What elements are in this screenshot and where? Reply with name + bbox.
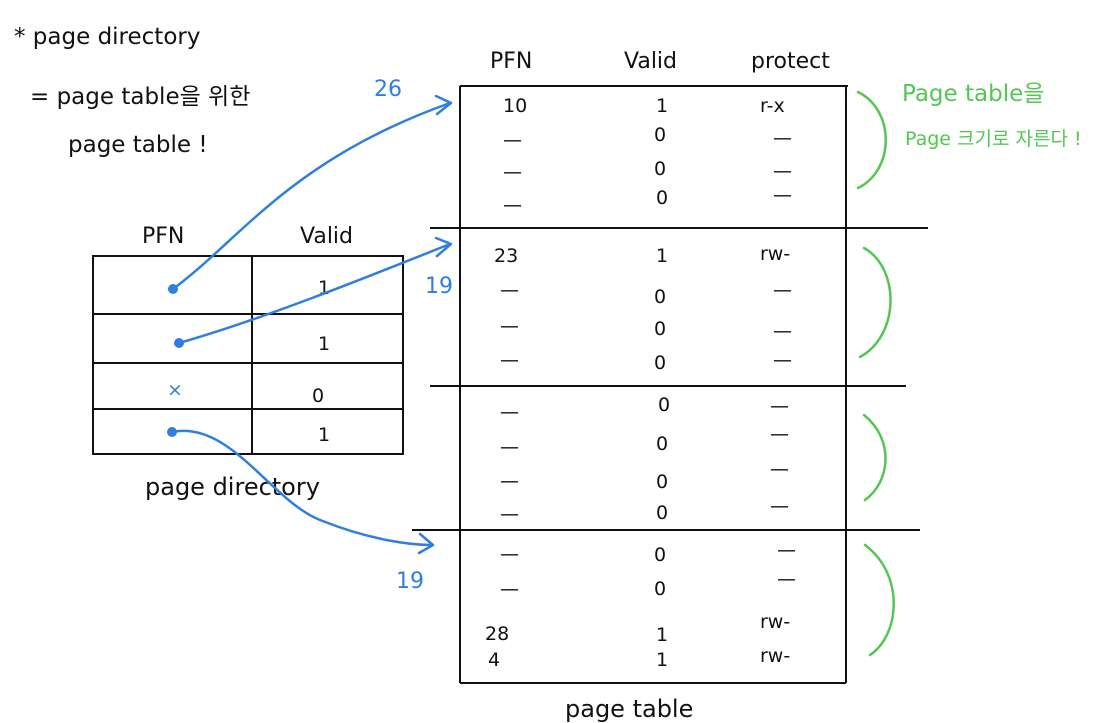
pt-g4-r4-valid: 1 <box>656 649 668 671</box>
directory-valid-3: 0 <box>312 385 324 407</box>
note-line-1: * page directory <box>14 24 200 50</box>
directory-caption: page directory <box>145 473 320 501</box>
pt-g1-r1-protect: r-x <box>760 95 785 117</box>
pt-g2-r4-protect: — <box>773 349 792 371</box>
pt-g4-r4-pfn: 4 <box>488 649 500 671</box>
pt-g2-r2-protect: — <box>773 279 792 301</box>
pt-g3-r2-pfn: — <box>500 436 519 458</box>
pt-g4-r3-valid: 1 <box>656 624 668 646</box>
pt-g1-r3-protect: — <box>773 160 792 182</box>
pt-g3-r4-valid: 0 <box>656 502 668 524</box>
pt-g3-r1-valid: 0 <box>658 394 670 416</box>
pt-g4-r2-valid: 0 <box>654 578 666 600</box>
directory-header-valid: Valid <box>300 224 353 249</box>
green-bracket <box>858 246 892 359</box>
pt-g1-r3-pfn: — <box>503 161 522 183</box>
pt-g3-r4-protect: — <box>770 495 789 517</box>
page-table: PFN Valid protect 10 1 r-x — 0 — — 0 — —… <box>412 49 928 723</box>
directory-invalid-mark: × <box>167 379 183 401</box>
page-table-header-pfn: PFN <box>490 49 532 74</box>
page-directory: PFN Valid 1 1 × 0 1 page directory <box>92 224 404 501</box>
pt-g2-r3-pfn: — <box>500 315 519 337</box>
pt-g1-r4-pfn: — <box>503 194 522 216</box>
pt-g2-r4-valid: 0 <box>654 352 666 374</box>
page-table-header-protect: protect <box>751 49 830 74</box>
arrow-label-19-b: 19 <box>396 569 424 594</box>
pt-g3-r3-pfn: — <box>500 470 519 492</box>
pt-g3-r1-protect: — <box>770 395 789 417</box>
pt-g2-r1-valid: 1 <box>656 245 668 267</box>
side-note-line-2: Page 크기로 자른다 ! <box>905 128 1082 150</box>
pt-g2-r1-pfn: 23 <box>494 245 518 267</box>
pt-g2-r1-protect: rw- <box>760 243 790 265</box>
pt-g2-r4-pfn: — <box>500 349 519 371</box>
pt-g3-r3-protect: — <box>770 458 789 480</box>
pt-g4-r1-protect: — <box>777 539 796 561</box>
green-bracket <box>863 543 895 657</box>
pointer-arrow <box>177 242 452 345</box>
pt-g2-r2-valid: 0 <box>654 286 666 308</box>
green-bracket <box>856 90 887 190</box>
pt-g2-r3-valid: 0 <box>654 318 666 340</box>
pt-g1-r1-pfn: 10 <box>503 95 527 117</box>
arrow-label-19-a: 19 <box>425 274 453 299</box>
pt-g4-r1-valid: 0 <box>654 544 666 566</box>
note-line-2: = page table을 위한 <box>30 84 250 110</box>
note-line-3: page table ! <box>68 132 208 158</box>
pt-g4-r2-pfn: — <box>500 578 519 600</box>
pt-g2-r3-protect: — <box>773 320 792 342</box>
green-bracket <box>862 413 887 502</box>
pt-g1-r4-valid: 0 <box>656 187 668 209</box>
pt-g3-r1-pfn: — <box>500 401 519 423</box>
pt-g4-r4-protect: rw- <box>760 645 790 667</box>
pt-g3-r2-protect: — <box>770 423 789 445</box>
pointer-arrows <box>170 94 453 555</box>
directory-valid-2: 1 <box>318 333 330 355</box>
directory-frame <box>92 255 404 455</box>
pt-g4-r2-protect: — <box>777 568 796 590</box>
pt-g1-r3-valid: 0 <box>654 158 666 180</box>
arrow-head <box>434 236 453 258</box>
pt-g3-r3-valid: 0 <box>656 471 668 493</box>
pt-g1-r2-protect: — <box>773 127 792 149</box>
pt-g1-r1-valid: 1 <box>656 95 668 117</box>
arrow-head <box>417 532 435 555</box>
pt-g1-r2-pfn: — <box>503 129 522 151</box>
pt-g4-r3-pfn: 28 <box>485 623 509 645</box>
arrow-head <box>434 94 453 116</box>
pt-g2-r2-pfn: — <box>500 279 519 301</box>
side-note-line-1: Page table을 <box>902 81 1044 107</box>
pt-g4-r1-pfn: — <box>500 543 519 565</box>
pt-g1-r2-valid: 0 <box>654 124 666 146</box>
pointer-arrow <box>170 429 434 547</box>
directory-header-pfn: PFN <box>142 224 184 249</box>
page-table-header-valid: Valid <box>624 49 677 74</box>
arrow-label-26: 26 <box>374 77 402 102</box>
pointer-arrow <box>171 101 452 291</box>
pt-g3-r4-pfn: — <box>500 503 519 525</box>
page-table-caption: page table <box>565 695 693 723</box>
group-brackets <box>856 90 895 657</box>
pt-g4-r3-protect: rw- <box>760 611 790 633</box>
pt-g3-r2-valid: 0 <box>656 433 668 455</box>
directory-valid-4: 1 <box>318 424 330 446</box>
pt-g1-r4-protect: — <box>773 184 792 206</box>
